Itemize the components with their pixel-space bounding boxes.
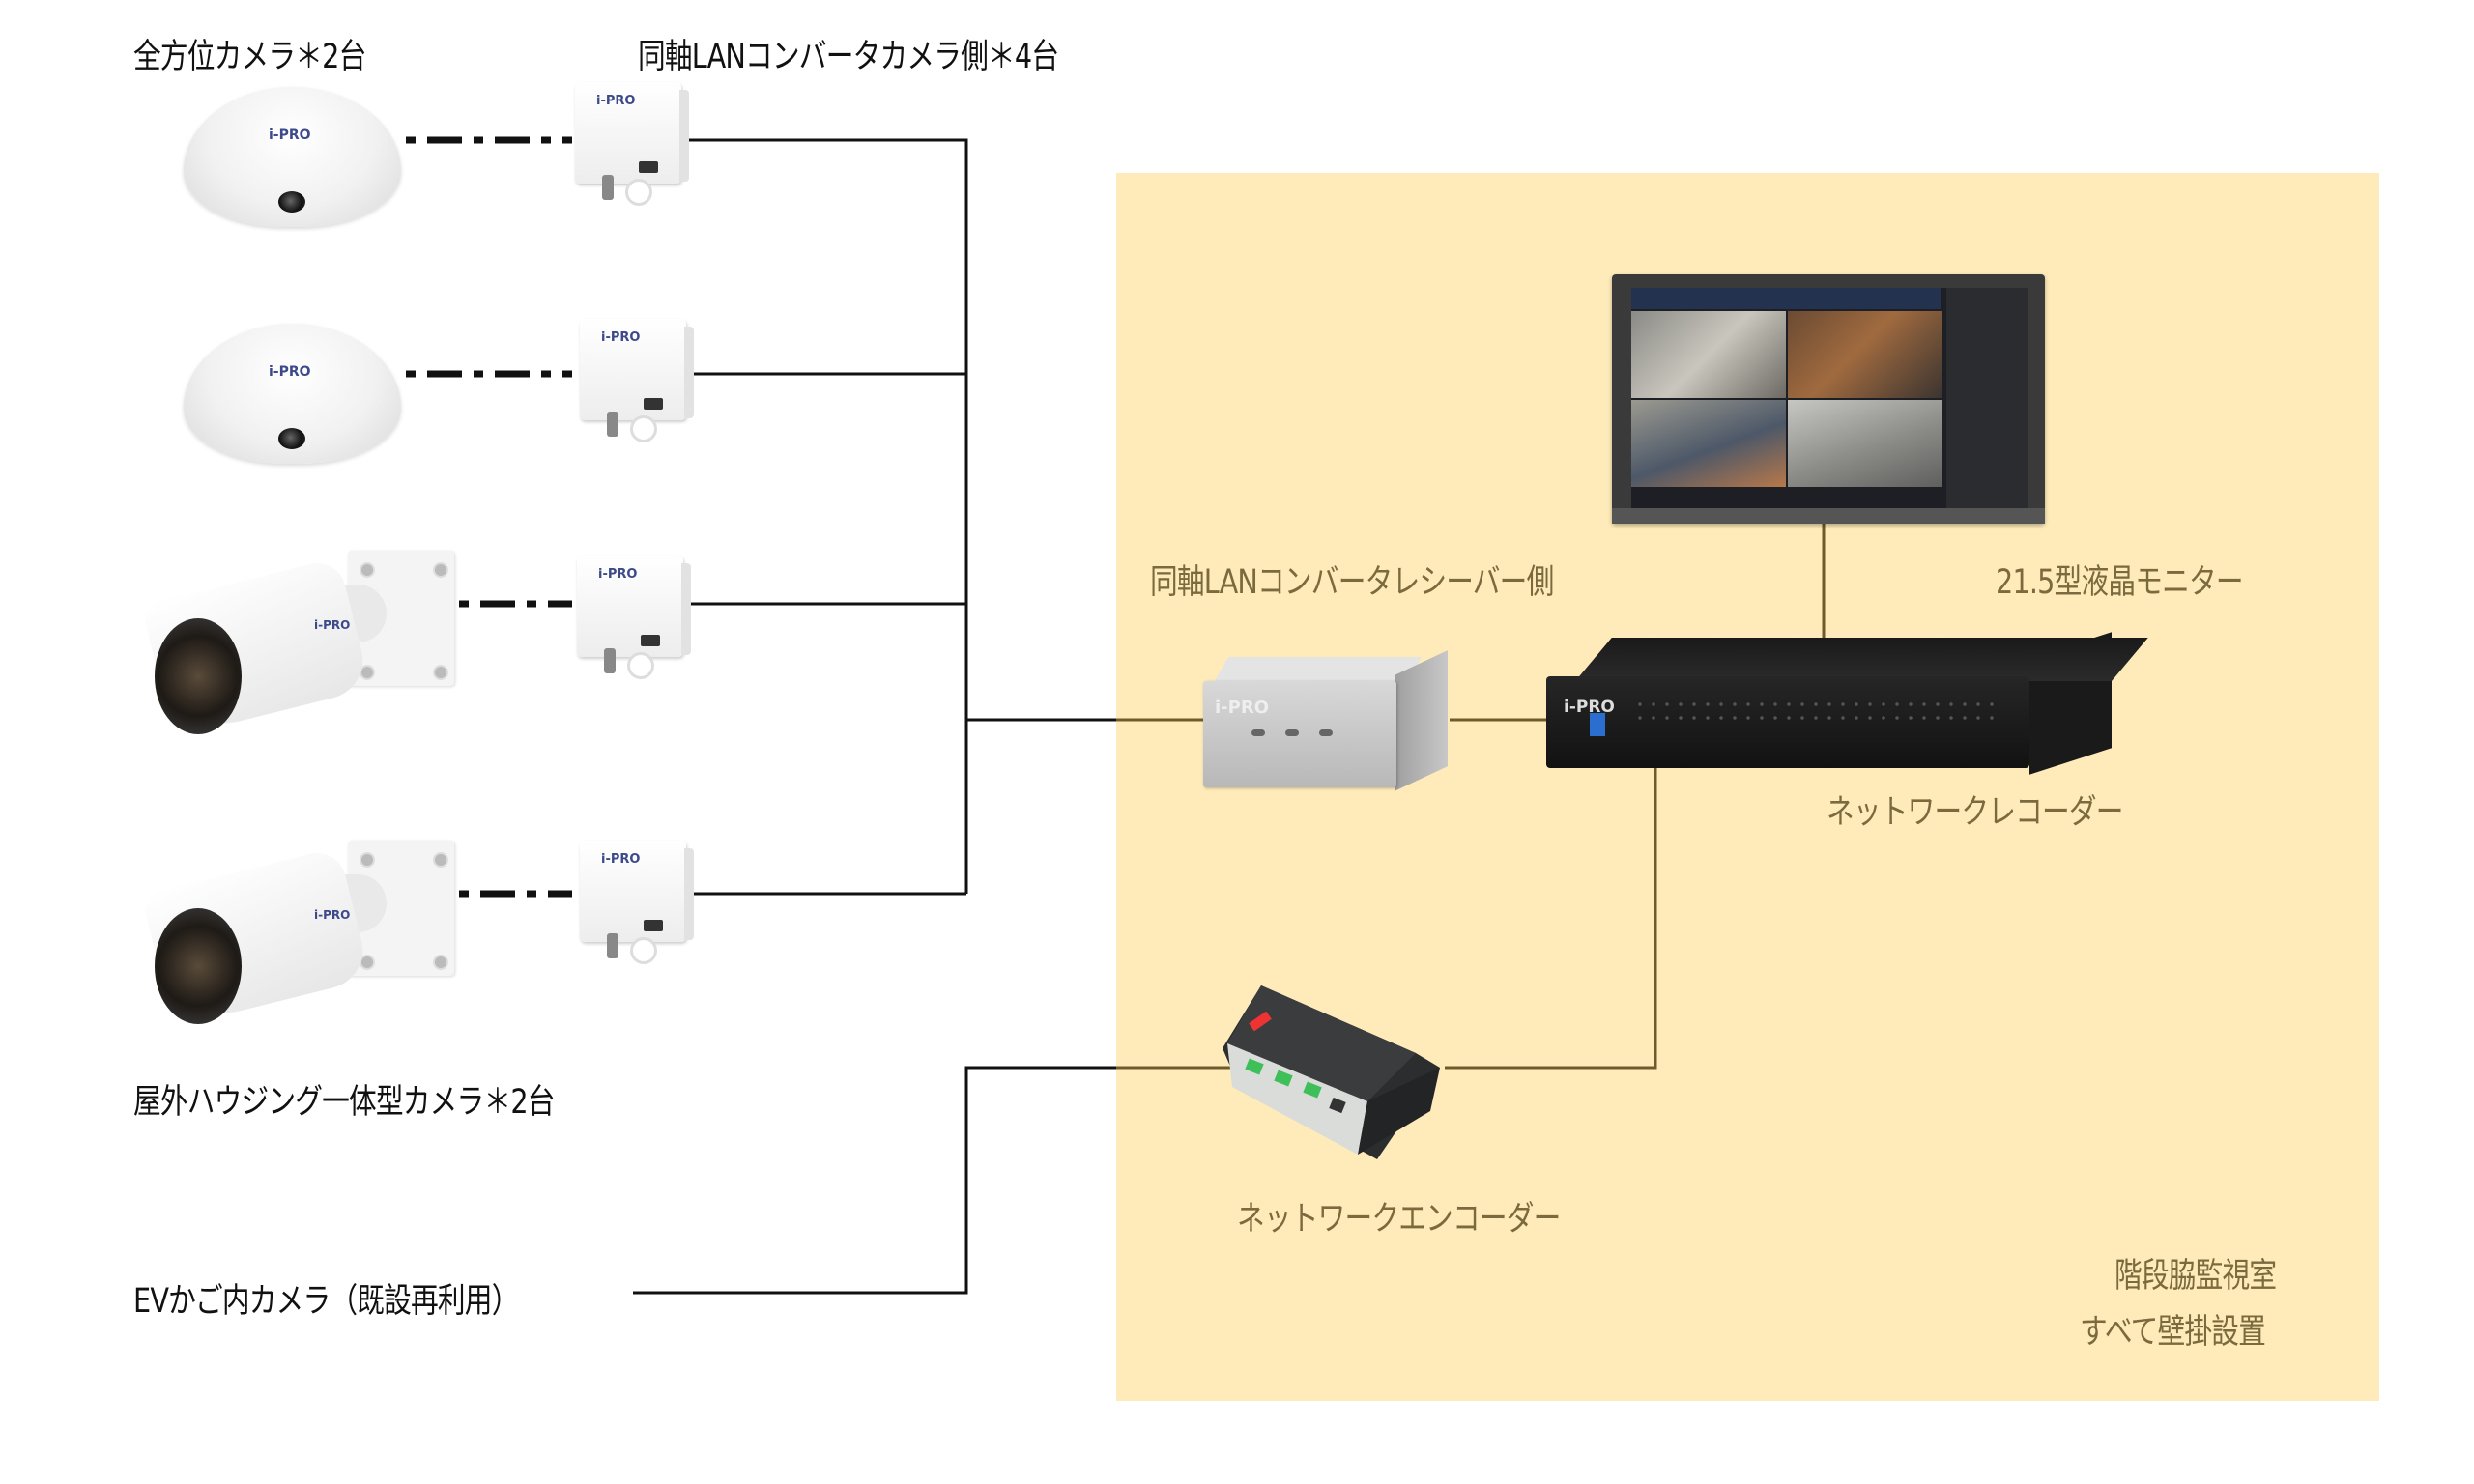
lcd-monitor xyxy=(1612,274,2045,524)
brand-logo: i-PRO xyxy=(269,364,311,380)
camera-lens-icon xyxy=(155,618,242,734)
recorder-label: ネットワークレコーダー xyxy=(1827,793,2124,832)
encoder-label: ネットワークエンコーダー xyxy=(1237,1200,1561,1239)
camera-view-1 xyxy=(1631,311,1786,398)
camera-lens-icon xyxy=(155,908,242,1024)
brand-logo: i-PRO xyxy=(314,618,351,632)
coax-converter-camera-side-3: i-PRO xyxy=(577,556,691,681)
monitor-side-panel xyxy=(1946,288,2028,508)
ev-camera-line xyxy=(633,1066,1116,1295)
converter-camera-side-label: 同軸LANコンバータカメラ側＊4台 xyxy=(638,38,1059,76)
install-note-label: すべて壁掛設置 xyxy=(2080,1313,2266,1352)
brand-logo: i-PRO xyxy=(269,128,311,143)
camera-view-2 xyxy=(1788,311,1942,398)
omni-camera-label: 全方位カメラ＊2台 xyxy=(133,38,366,76)
network-encoder xyxy=(1223,976,1454,1164)
brand-logo: i-PRO xyxy=(314,908,351,922)
lan-line-1 xyxy=(688,138,968,894)
camera-lens-icon xyxy=(278,428,305,449)
coax-converter-camera-side-1: i-PRO xyxy=(575,82,689,208)
brand-logo: i-PRO xyxy=(596,94,636,108)
ev-camera-label: EVかご内カメラ（既設再利用） xyxy=(133,1282,519,1321)
camera-view-4 xyxy=(1788,400,1942,487)
bullet-camera-1: i-PRO xyxy=(135,551,464,738)
omni-dome-camera-2: i-PRO xyxy=(184,324,401,464)
brand-logo: i-PRO xyxy=(601,330,641,345)
brand-logo: i-PRO xyxy=(1215,698,1269,718)
monitor-toolbar xyxy=(1631,288,1941,309)
usb-port-icon xyxy=(1590,713,1605,736)
outdoor-camera-label: 屋外ハウジング一体型カメラ＊2台 xyxy=(133,1083,555,1122)
monitor-label: 21.5型液晶モニター xyxy=(1996,563,2244,602)
brand-logo: i-PRO xyxy=(1564,698,1615,717)
wire-recorder-encoder xyxy=(1445,744,1657,1070)
brand-logo: i-PRO xyxy=(598,567,638,582)
camera-view-3 xyxy=(1631,400,1786,487)
network-recorder: i-PRO xyxy=(1546,632,2148,783)
room-name-label: 階段脇監視室 xyxy=(2114,1257,2277,1296)
brand-logo: i-PRO xyxy=(601,852,641,867)
bullet-camera-2: i-PRO xyxy=(135,841,464,1028)
omni-dome-camera-1: i-PRO xyxy=(184,87,401,227)
receiver-label: 同軸LANコンバータレシーバー側 xyxy=(1150,563,1554,602)
coax-converter-receiver: i-PRO xyxy=(1203,650,1454,791)
camera-lens-icon xyxy=(278,191,305,213)
coax-converter-camera-side-4: i-PRO xyxy=(580,841,694,966)
coax-converter-camera-side-2: i-PRO xyxy=(580,319,694,444)
